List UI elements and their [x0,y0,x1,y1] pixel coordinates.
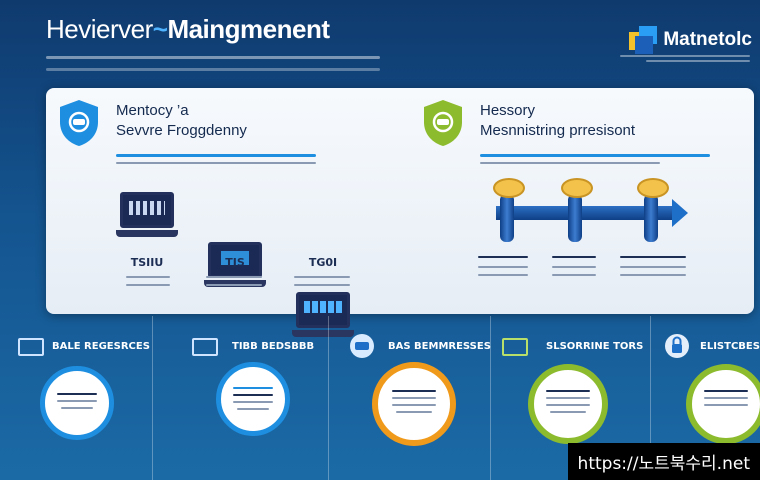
right-text-line [480,162,660,164]
section-label-4: SLSORRINE TORS [546,341,644,352]
laptop-icon-1 [116,192,178,242]
main-panel: Mentocy ’a Sevvre Froggdenny TSIIU TJS T… [46,88,754,337]
left-progress-bar [116,154,316,157]
left-heading-1: Mentocy ’a [116,102,189,119]
document-icon [18,338,44,356]
title-part-1: Hevierver [46,14,153,44]
shield-icon [60,100,98,146]
device-label-2: TJS [225,256,245,269]
title-tilde: ~ [152,14,168,44]
lock-icon [665,334,689,358]
step-desc-1c [478,274,528,276]
section-circle-3 [372,362,456,446]
laptop-icon-3 [292,292,354,342]
arrow-right-icon [672,199,688,227]
step-desc-3b [620,266,686,268]
device-desc-2b [206,284,262,286]
pipe-node-1 [500,194,514,242]
section-label-2: TIBB BEDSBBB [232,341,315,352]
device-desc-2 [206,276,262,278]
right-heading-1: Hessory [480,102,536,119]
section-circle-2 [216,362,290,436]
title-part-2: Maingmenent [167,14,330,44]
device-desc-1 [126,276,170,278]
coin-icon-2 [561,178,593,198]
section-circle-5 [686,364,760,444]
pipe-node-3 [644,194,658,242]
brand-name: Matnetolc [663,29,752,50]
section-label-1: BALE REGESRCES [52,341,150,352]
step-desc-1 [478,256,528,258]
step-desc-2b [552,266,596,268]
divider-4 [650,316,651,480]
section-label-3: BAS BEMMRESSES [388,341,491,352]
chart-icon [502,338,528,356]
step-desc-1b [478,266,528,268]
pipeline-bar [496,206,676,220]
device-desc-3b [294,284,350,286]
server-icon [350,334,374,358]
device-label-1: TSIIU [130,256,164,269]
divider-1 [152,316,153,480]
right-heading-2: Mesnnistring prresisont [480,122,636,139]
section-circle-1 [40,366,114,440]
subtitle-line-2 [46,68,380,71]
step-desc-2c [552,274,596,276]
step-desc-3 [620,256,686,258]
divider-3 [490,316,491,480]
brand-tagline [620,52,750,62]
coin-icon-3 [637,178,669,198]
step-desc-2 [552,256,596,258]
device-desc-1b [126,284,170,286]
section-label-5: ELISTCBES [700,341,760,352]
coin-icon-1 [493,178,525,198]
left-heading-2: Sevvre Froggdenny [116,122,247,139]
brand-logo: Matnetolc [629,26,752,54]
monitor-icon [192,338,218,356]
right-progress-bar [480,154,710,157]
watermark-url[interactable]: https://노트북수리.net [567,443,760,480]
device-label-3: TG0I [308,256,338,269]
section-circle-4 [528,364,608,444]
cube-icon [629,26,658,54]
device-desc-3 [294,276,350,278]
subtitle-line-1 [46,56,380,59]
left-text-line [116,162,316,164]
page-title: Hevierver~Maingmenent [46,14,330,45]
shield-green-icon [424,100,462,146]
pipe-node-2 [568,194,582,242]
divider-2 [328,316,329,480]
step-desc-3c [620,274,686,276]
